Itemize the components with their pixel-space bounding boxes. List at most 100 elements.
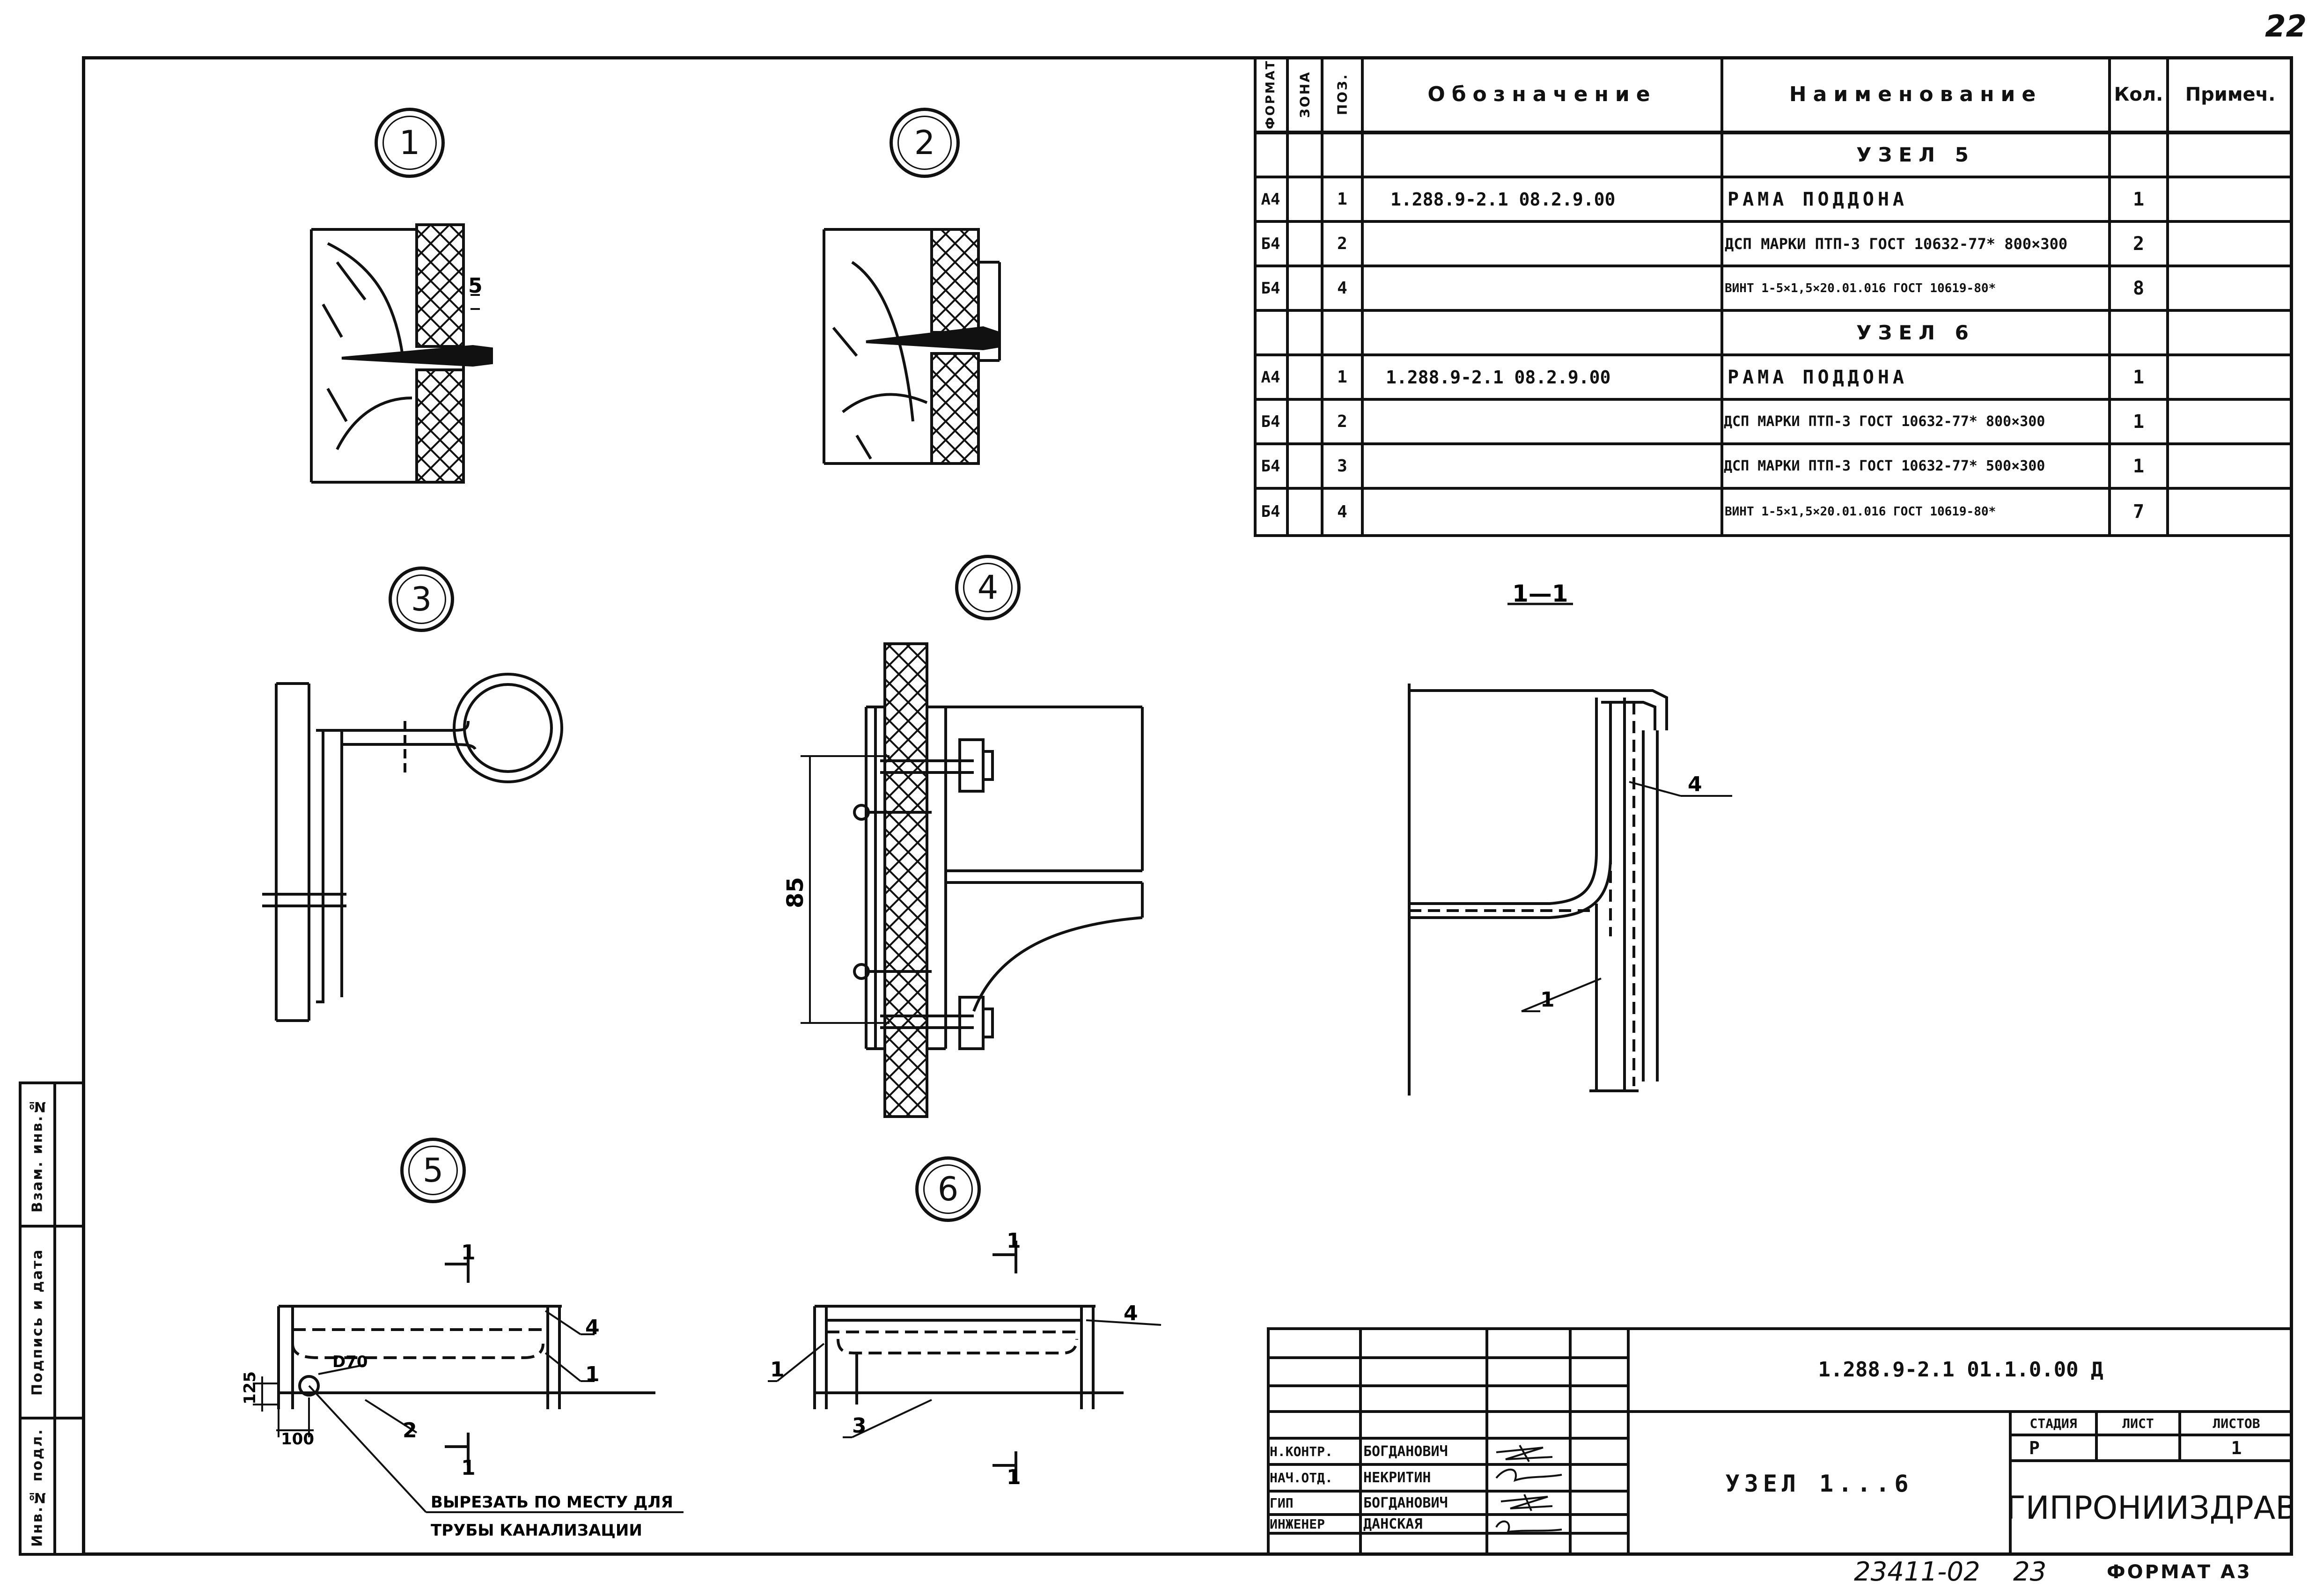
- dim-85: 85: [782, 877, 809, 908]
- tb-stage: Р: [2029, 1437, 2040, 1458]
- detail-marker-4: 4: [955, 555, 1021, 620]
- signature-icon: [1496, 1445, 1553, 1462]
- drawing-frame: [82, 56, 2293, 1556]
- detail-6-drawing: [768, 1241, 1162, 1484]
- dim-100: 100: [281, 1430, 314, 1449]
- row-name: ВИНТ 1-5×1,5×20.01.016 ГОСТ 10619-80*: [1725, 281, 1996, 295]
- signature-icon: [1495, 1520, 1562, 1533]
- row-qty: 1: [2132, 411, 2145, 433]
- row-qty: 7: [2132, 501, 2145, 522]
- tb-stage-label: СТАДИЯ: [2029, 1415, 2077, 1431]
- signer-role: ГИП: [1270, 1495, 1294, 1511]
- signature-icon: [1495, 1468, 1562, 1482]
- row-name: РАМА ПОДДОНА: [1728, 188, 1908, 210]
- row-pos: 1: [1337, 190, 1347, 209]
- section-label-1: 1: [1540, 988, 1555, 1012]
- d6-cut-top: 1: [1007, 1229, 1021, 1253]
- signer-name: БОГДАНОВИЧ: [1363, 1494, 1448, 1511]
- bottom-page: 23: [2013, 1557, 2047, 1587]
- section-uzel6: УЗЕЛ 6: [1856, 321, 1975, 344]
- spec-grid: [1254, 56, 2293, 537]
- d5-label-4: 4: [585, 1316, 600, 1339]
- header-note: Примеч.: [2185, 83, 2276, 105]
- tb-sheet-label: ЛИСТ: [2122, 1415, 2154, 1431]
- row-pos: 2: [1337, 412, 1347, 431]
- row-designation: 1.288.9-2.1 08.2.9.00: [1390, 189, 1616, 210]
- dim-5: 5: [468, 274, 483, 298]
- format-label: ФОРМАТ А3: [2107, 1561, 2252, 1583]
- sheet-number: 22: [2265, 9, 2307, 44]
- detail-marker-1: 1: [375, 108, 445, 178]
- row-name: ДСП МАРКИ ПТП-3 ГОСТ 10632-77* 800×300: [1725, 235, 2068, 253]
- signer-name: БОГДАНОВИЧ: [1363, 1443, 1448, 1460]
- bottom-number: 23411-02: [1854, 1557, 1980, 1587]
- row-pos: 3: [1337, 456, 1347, 476]
- title-block: 1.288.9-2.1 01.1.0.00 Д УЗЕЛ 1...6 СТАДИ…: [1267, 1327, 2293, 1556]
- note-line-1: ВЫРЕЗАТЬ ПО МЕСТУ ДЛЯ: [431, 1493, 673, 1512]
- detail-2-drawing: [823, 228, 1001, 465]
- signer-role: НАЧ.ОТД.: [1270, 1470, 1333, 1486]
- d5-cut-top: 1: [461, 1241, 476, 1265]
- row-format: Б4: [1261, 234, 1280, 253]
- row-format: Б4: [1261, 456, 1280, 476]
- d5-cut-bottom: 1: [461, 1456, 476, 1480]
- header-name: Наименование: [1789, 82, 2043, 106]
- d5-label-2: 2: [403, 1419, 417, 1442]
- signer-name: НЕКРИТИН: [1363, 1470, 1431, 1486]
- section-uzel5: УЗЕЛ 5: [1856, 143, 1975, 166]
- detail-3-drawing: [262, 673, 563, 1022]
- dim-d70: D70: [332, 1353, 368, 1371]
- row-designation: 1.288.9-2.1 08.2.9.00: [1386, 367, 1611, 388]
- row-pos: 1: [1337, 368, 1347, 387]
- row-qty: 8: [2132, 277, 2145, 299]
- detail-4-drawing: [801, 642, 1144, 1118]
- row-qty: 2: [2132, 233, 2145, 255]
- section-1-1-drawing: [1408, 603, 1732, 1096]
- tb-sheets: 1: [2231, 1437, 2242, 1458]
- detail-marker-2: 2: [890, 108, 960, 178]
- note-line-2: ТРУБЫ КАНАЛИЗАЦИИ: [431, 1521, 642, 1540]
- detail-5-drawing: [253, 1245, 684, 1513]
- row-format: Б4: [1261, 279, 1280, 298]
- row-pos: 4: [1337, 502, 1347, 522]
- tb-code: 1.288.9-2.1 01.1.0.00 Д: [1818, 1357, 2103, 1382]
- row-name: РАМА ПОДДОНА: [1728, 366, 1908, 388]
- detail-marker-6: 6: [915, 1156, 981, 1222]
- tb-org: ГИПРОНИИЗДРАВ: [2010, 1490, 2293, 1527]
- row-name: ДСП МАРКИ ПТП-3 ГОСТ 10632-77* 800×300: [1724, 413, 2045, 430]
- row-format: А4: [1261, 368, 1280, 387]
- row-format: А4: [1261, 190, 1280, 209]
- d6-label-3: 3: [852, 1414, 867, 1438]
- detail-marker-5: 5: [400, 1138, 466, 1203]
- row-qty: 1: [2132, 455, 2145, 477]
- spec-table: ФОРМАТ ЗОНА ПОЗ. Обозначение Наименовани…: [1254, 56, 2293, 537]
- signatures: [1495, 1445, 1562, 1533]
- side-stamp: Взам. инв.№ Подпись и дата Инв.№ подл.: [19, 1081, 85, 1556]
- row-name: ВИНТ 1-5×1,5×20.01.016 ГОСТ 10619-80*: [1725, 505, 1996, 519]
- section-label-4: 4: [1688, 772, 1702, 796]
- signature-icon: [1500, 1494, 1553, 1511]
- row-name: ДСП МАРКИ ПТП-3 ГОСТ 10632-77* 500×300: [1724, 458, 2045, 474]
- signer-role: ИНЖЕНЕР: [1270, 1516, 1325, 1532]
- detail-1-drawing: [310, 223, 493, 484]
- row-qty: 1: [2132, 188, 2145, 210]
- tb-title: УЗЕЛ 1...6: [1725, 1470, 1913, 1497]
- d5-label-1: 1: [585, 1362, 600, 1386]
- header-designation: Обозначение: [1427, 82, 1657, 106]
- dim-125: 125: [241, 1371, 259, 1405]
- d6-label-4: 4: [1124, 1302, 1138, 1325]
- detail-marker-3: 3: [389, 566, 454, 632]
- row-format: Б4: [1261, 412, 1280, 431]
- header-qty: Кол.: [2114, 83, 2163, 105]
- d6-label-1: 1: [770, 1358, 785, 1382]
- section-title: 1—1: [1512, 580, 1568, 607]
- row-pos: 2: [1337, 234, 1347, 253]
- row-format: Б4: [1261, 502, 1280, 521]
- title-block-grid: [1267, 1327, 2293, 1556]
- row-pos: 4: [1337, 279, 1347, 298]
- signer-name: ДАНСКАЯ: [1363, 1515, 1423, 1532]
- tb-sheets-label: ЛИСТОВ: [2213, 1415, 2260, 1431]
- row-qty: 1: [2132, 366, 2145, 388]
- d6-cut-bottom: 1: [1007, 1465, 1021, 1489]
